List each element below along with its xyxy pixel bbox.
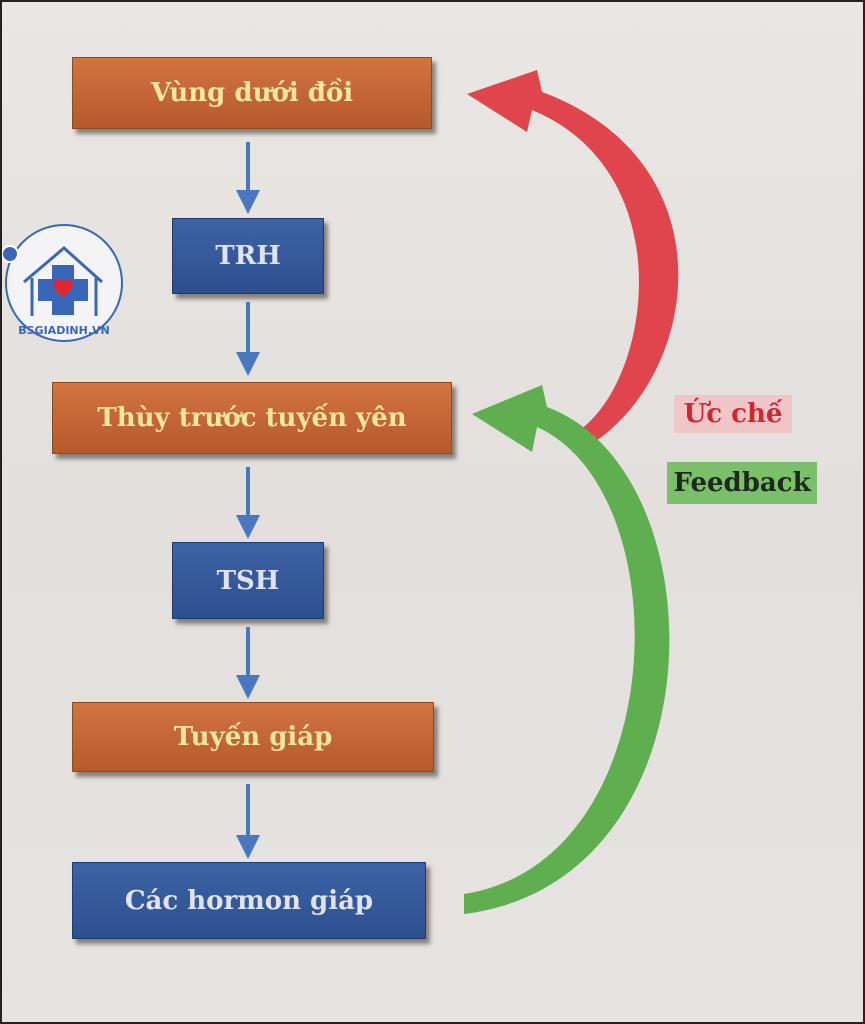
- feedback-label: Feedback: [667, 462, 817, 504]
- logo: BSGIADINH.VN: [2, 220, 126, 346]
- box-hypothalamus: Vùng dưới đồi: [72, 57, 432, 129]
- box-thyroid: Tuyến giáp: [72, 702, 434, 772]
- box-trh: TRH: [172, 218, 324, 294]
- inhibit-label: Ức chế: [674, 395, 792, 433]
- box-thyroid-hormones: Các hormon giáp: [72, 862, 426, 939]
- feedback-arrow: [464, 385, 670, 914]
- box-pituitary: Thùy trước tuyến yên: [52, 382, 452, 454]
- inhibit-arrow: [467, 70, 679, 450]
- logo-text: BSGIADINH.VN: [18, 324, 110, 337]
- box-tsh: TSH: [172, 542, 324, 619]
